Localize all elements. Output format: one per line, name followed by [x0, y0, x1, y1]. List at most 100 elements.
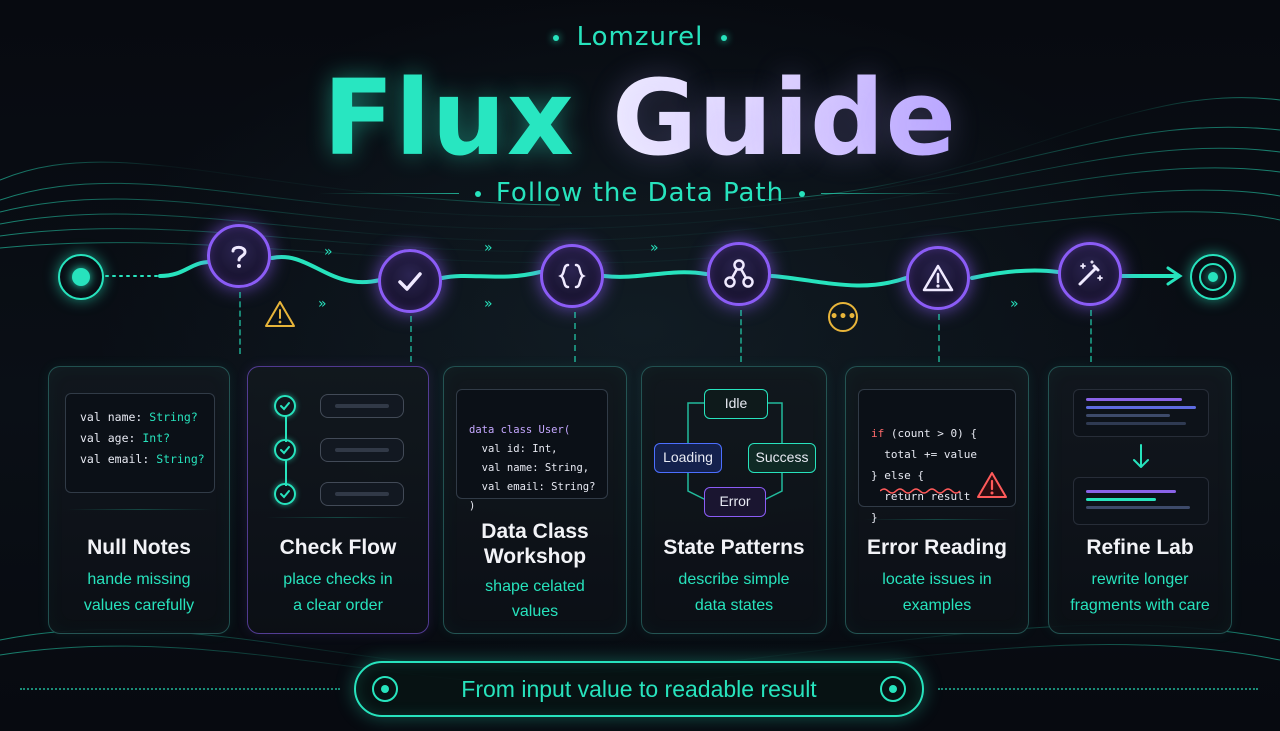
card-desc-line-1: hande missing — [87, 571, 191, 588]
card-desc-line-2: a clear order — [293, 597, 383, 614]
card-desc-line-2: fragments with care — [1070, 597, 1210, 614]
title-word-flux: Flux — [322, 57, 575, 179]
subtitle-dot-left — [474, 190, 481, 197]
target-icon — [372, 676, 398, 702]
card-data-class-workshop[interactable]: data class User( val id: Int, val name: … — [443, 366, 627, 634]
target-icon — [880, 676, 906, 702]
code-line: } — [871, 511, 878, 524]
path-ellipsis-icon: ••• — [828, 302, 858, 332]
connector-5 — [938, 314, 940, 362]
code-line: val name: String, — [469, 462, 590, 474]
refined-fragment-box — [1073, 477, 1209, 525]
draft-fragment-box — [1073, 389, 1209, 437]
text-line — [1086, 422, 1186, 425]
node-error-reading[interactable] — [906, 246, 970, 310]
code-snippet: if (count > 0) { total += value} else { … — [858, 389, 1016, 524]
path-chevron-2: » — [484, 240, 492, 256]
card-state-patterns[interactable]: Idle Loading Success Error State Pattern… — [641, 366, 827, 634]
card-title: Check Flow — [279, 536, 397, 559]
card-title: Error Reading — [866, 536, 1008, 559]
footer-banner: From input value to readable result — [354, 661, 924, 717]
subtitle-dot-right — [799, 190, 806, 197]
card-desc-line-1: place checks in — [283, 571, 393, 588]
state-loading: Loading — [654, 443, 722, 473]
code-line: if (count > 0) { — [871, 427, 977, 440]
card-desc-line-2: examples — [902, 597, 972, 614]
footer-text: From input value to readable result — [461, 676, 817, 702]
page-subtitle: Follow the Data Path — [0, 178, 1280, 208]
code-line: total += value — [871, 448, 977, 461]
code-line: data class User( — [469, 424, 571, 436]
check-link — [285, 416, 287, 442]
card-title: Refine Lab — [1086, 536, 1194, 559]
arrow-down-icon — [1133, 444, 1149, 468]
subtitle-line-right — [821, 193, 962, 194]
brand-name: Lomzurel — [576, 22, 704, 52]
brand: Lomzurel — [0, 22, 1280, 52]
path-end-core — [1208, 272, 1218, 282]
card-check-flow[interactable]: Check Flow place checks in a clear order — [247, 366, 429, 634]
code-snippet: val name: String? val age: Int? val emai… — [65, 393, 215, 493]
check-placeholder-bar — [320, 394, 404, 418]
network-icon — [724, 259, 754, 288]
path-chevron-1: » — [324, 244, 332, 260]
state-idle: Idle — [704, 389, 768, 419]
code-line: } else { — [871, 469, 924, 482]
card-desc-line-1: shape celated — [485, 578, 585, 595]
connector-4 — [740, 310, 742, 362]
connector-1 — [239, 292, 241, 354]
question-icon — [231, 245, 247, 268]
card-title-line-1: Data Class — [481, 520, 589, 543]
path-chevron-5: » — [318, 296, 326, 312]
check-icon — [274, 483, 296, 505]
card-divider — [266, 517, 410, 518]
card-divider — [67, 509, 211, 510]
text-line — [1086, 406, 1196, 409]
node-refine-lab[interactable] — [1058, 242, 1122, 306]
subtitle-line-left — [318, 193, 459, 194]
check-step-2 — [274, 438, 404, 462]
error-squiggle — [880, 488, 961, 494]
check-icon — [274, 395, 296, 417]
text-line — [1086, 498, 1156, 501]
path-chevron-6: » — [1010, 296, 1018, 312]
node-check-flow[interactable] — [378, 249, 442, 313]
card-refine-lab[interactable]: Refine Lab rewrite longer fragments with… — [1048, 366, 1232, 634]
check-step-3 — [274, 482, 404, 506]
card-title: State Patterns — [663, 536, 805, 559]
connector-3 — [574, 312, 576, 362]
text-line — [1086, 506, 1190, 509]
path-end-target-icon — [1190, 254, 1236, 300]
card-desc-line-1: describe simple — [678, 571, 790, 588]
footer-dash-right — [938, 688, 1258, 690]
path-end-ring — [1199, 263, 1227, 291]
check-icon — [398, 272, 422, 291]
code-line: val id: Int, — [469, 443, 558, 455]
brand-dot-left — [552, 34, 559, 41]
node-data-class[interactable] — [540, 244, 604, 308]
check-link — [285, 460, 287, 486]
subtitle-text: Follow the Data Path — [495, 178, 785, 208]
brand-dot-right — [721, 34, 728, 41]
card-title: Null Notes — [87, 536, 191, 559]
card-error-reading[interactable]: if (count > 0) { total += value} else { … — [845, 366, 1029, 634]
text-line — [1086, 414, 1170, 417]
card-desc-line-2: values — [511, 603, 559, 620]
code-line: val email: String? — [80, 452, 205, 466]
code-line: val name: String? — [80, 410, 198, 424]
state-diagram-links — [687, 402, 783, 501]
warning-icon — [922, 264, 954, 292]
card-title-line-2: Workshop — [483, 545, 587, 568]
card-desc-line-2: data states — [694, 597, 774, 614]
node-state-patterns[interactable] — [707, 242, 771, 306]
magic-wand-icon — [1078, 260, 1103, 286]
state-success: Success — [748, 443, 816, 473]
code-line: val age: Int? — [80, 431, 171, 445]
node-null-notes[interactable] — [207, 224, 271, 288]
path-chevron-4: » — [650, 240, 658, 256]
check-step-1 — [274, 394, 404, 418]
text-line — [1086, 398, 1182, 401]
data-path-line — [105, 254, 1183, 288]
error-warning-icon — [977, 472, 1007, 498]
card-null-notes[interactable]: val name: String? val age: Int? val emai… — [48, 366, 230, 634]
